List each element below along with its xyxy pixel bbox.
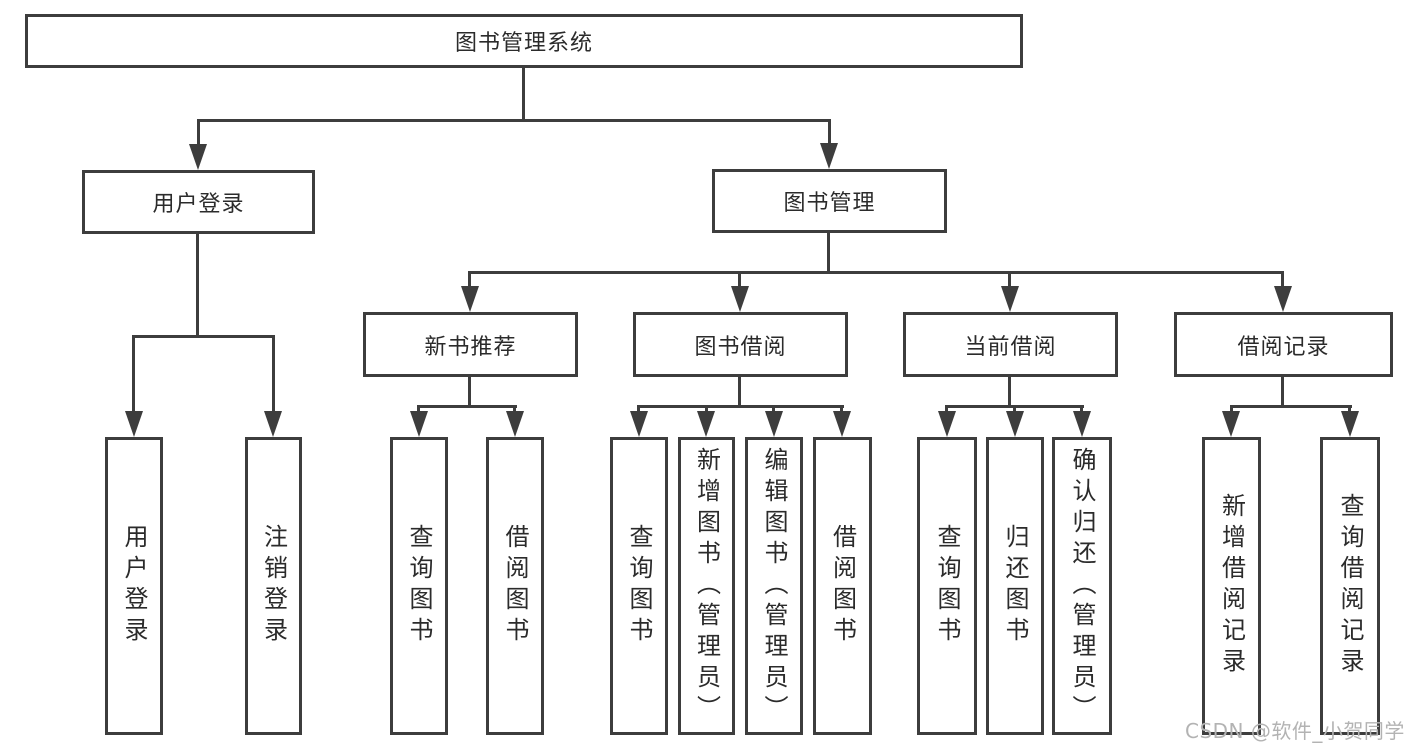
leaf-borrow-edit-books-admin: 编辑图书（管理员） — [745, 437, 803, 735]
node-book-management-group: 图书管理 — [712, 169, 947, 233]
connector-userlogin-to-logout — [272, 335, 275, 413]
arrow-down-icon — [820, 143, 838, 169]
connector-cb-query-stub — [945, 405, 948, 414]
leaf-record-query-borrow-record-label: 查询借阅记录 — [1336, 493, 1364, 679]
arrow-down-icon — [1222, 411, 1240, 437]
connector-borrowrecord-split — [1230, 405, 1352, 408]
connector-bookborrow-split — [637, 405, 844, 408]
arrow-down-icon — [1274, 286, 1292, 312]
connector-cb-return-stub — [1013, 405, 1016, 414]
leaf-logout: 注销登录 — [245, 437, 302, 735]
arrow-down-icon — [461, 286, 479, 312]
connector-root-to-bookmgmt — [828, 119, 831, 147]
node-book-borrow: 图书借阅 — [633, 312, 848, 377]
arrow-down-icon — [410, 411, 428, 437]
connector-bb-borrow-stub — [840, 405, 843, 414]
connector-bookmgmt-stem — [827, 233, 830, 273]
leaf-borrow-query-books-label: 查询图书 — [625, 524, 653, 648]
connector-root-stem — [522, 68, 525, 121]
leaf-borrow-borrow-books: 借阅图书 — [813, 437, 872, 735]
node-user-login-group: 用户登录 — [82, 170, 315, 234]
arrow-down-icon — [1006, 411, 1024, 437]
connector-root-to-userlogin — [197, 119, 200, 148]
arrow-down-icon — [938, 411, 956, 437]
connector-newbookrec-stem — [468, 377, 471, 407]
leaf-newbook-borrow-books-label: 借阅图书 — [501, 524, 529, 648]
leaf-newbook-query-books-label: 查询图书 — [405, 524, 433, 648]
connector-bb-edit-stub — [772, 405, 775, 414]
arrow-down-icon — [731, 286, 749, 312]
node-new-book-recommend: 新书推荐 — [363, 312, 578, 377]
connector-root-split — [197, 119, 831, 122]
connector-borrowrecord-stem — [1281, 377, 1284, 407]
node-current-borrow: 当前借阅 — [903, 312, 1118, 377]
connector-bookborrow-stem — [738, 377, 741, 407]
leaf-borrow-borrow-books-label: 借阅图书 — [828, 524, 857, 648]
node-root-system: 图书管理系统 — [25, 14, 1023, 68]
leaf-current-query-books: 查询图书 — [917, 437, 977, 735]
connector-nb-borrow-stub — [513, 405, 516, 414]
csdn-watermark: CSDN @软件_小贺同学 — [1185, 719, 1405, 743]
arrow-down-icon — [506, 411, 524, 437]
leaf-newbook-query-books: 查询图书 — [390, 437, 448, 735]
leaf-record-add-borrow-record-label: 新增借阅记录 — [1217, 493, 1246, 679]
arrow-down-icon — [1341, 411, 1359, 437]
connector-to-currentborrow — [1008, 271, 1011, 290]
arrow-down-icon — [1001, 286, 1019, 312]
connector-bb-query-stub — [637, 405, 640, 414]
leaf-current-confirm-return-admin-label: 确认归还（管理员） — [1068, 446, 1096, 726]
leaf-borrow-edit-books-admin-label: 编辑图书（管理员） — [760, 446, 788, 726]
connector-userlogin-stem — [196, 234, 199, 337]
leaf-borrow-add-books-admin: 新增图书（管理员） — [678, 437, 735, 735]
leaf-user-login: 用户登录 — [105, 437, 163, 735]
connector-currentborrow-stem — [1008, 377, 1011, 407]
connector-userlogin-split — [132, 335, 275, 338]
leaf-record-query-borrow-record: 查询借阅记录 — [1320, 437, 1380, 735]
connector-br-add-stub — [1230, 405, 1233, 414]
arrow-down-icon — [630, 411, 648, 437]
leaf-record-add-borrow-record: 新增借阅记录 — [1202, 437, 1261, 735]
node-borrow-record: 借阅记录 — [1174, 312, 1393, 377]
leaf-borrow-add-books-admin-label: 新增图书（管理员） — [692, 446, 721, 726]
connector-bookmgmt-split — [468, 271, 1284, 274]
leaf-logout-label: 注销登录 — [259, 524, 288, 648]
connector-to-bookborrow — [738, 271, 741, 290]
leaf-borrow-query-books: 查询图书 — [610, 437, 668, 735]
connector-to-borrowrecord — [1281, 271, 1284, 290]
leaf-current-confirm-return-admin: 确认归还（管理员） — [1052, 437, 1112, 735]
leaf-current-query-books-label: 查询图书 — [933, 524, 961, 648]
connector-to-newbookrec — [468, 271, 471, 290]
arrow-down-icon — [697, 411, 715, 437]
connector-newbookrec-split — [417, 405, 517, 408]
connector-br-query-stub — [1348, 405, 1351, 414]
connector-bb-add-stub — [705, 405, 708, 414]
leaf-user-login-label: 用户登录 — [120, 524, 148, 648]
arrow-down-icon — [1073, 411, 1091, 437]
leaf-newbook-borrow-books: 借阅图书 — [486, 437, 544, 735]
connector-cb-confirm-stub — [1080, 405, 1083, 414]
arrow-down-icon — [264, 411, 282, 437]
connector-userlogin-to-login — [132, 335, 135, 413]
arrow-down-icon — [833, 411, 851, 437]
arrow-down-icon — [189, 144, 207, 170]
arrow-down-icon — [125, 411, 143, 437]
connector-nb-query-stub — [417, 405, 420, 414]
arrow-down-icon — [765, 411, 783, 437]
leaf-current-return-books-label: 归还图书 — [1001, 524, 1029, 648]
leaf-current-return-books: 归还图书 — [986, 437, 1044, 735]
